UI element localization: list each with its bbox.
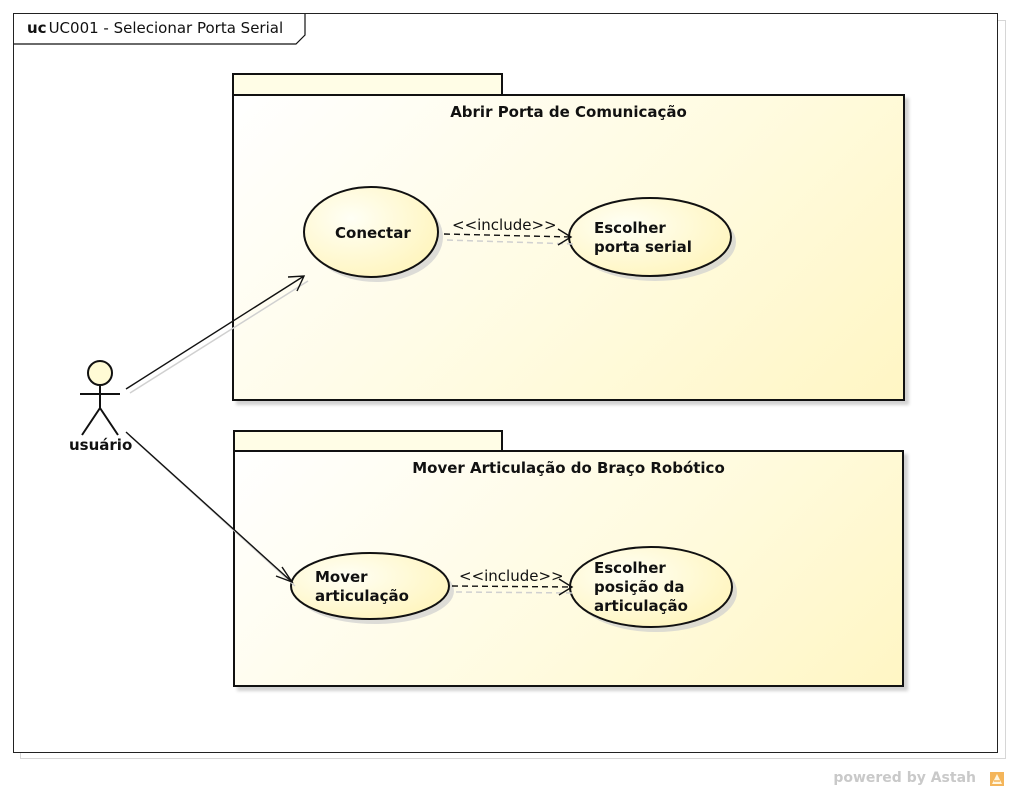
include-arrow-2[interactable]: [451, 578, 577, 596]
association-conectar[interactable]: [125, 275, 309, 394]
package-name: Abrir Porta de Comunicação: [450, 103, 687, 121]
package-tab-2: [233, 430, 503, 451]
include-label-1: <<include>>: [452, 216, 557, 234]
include-label-2: <<include>>: [459, 567, 564, 585]
diagram-kind-label: uc: [27, 19, 47, 37]
actor-figure[interactable]: [80, 360, 120, 436]
actor-label: usuário: [69, 436, 133, 454]
usecase-label-escolher-posicao: Escolher posição da articulação: [594, 559, 688, 615]
usecase-label-escolher-porta: Escolher porta serial: [594, 219, 692, 256]
usecase-label-mover: Mover articulação: [315, 568, 409, 605]
watermark-text: powered by Astah: [833, 770, 976, 786]
diagram-title: UC001 - Selecionar Porta Serial: [48, 19, 284, 37]
usecase-mover-articulacao[interactable]: [290, 552, 450, 620]
association-mover[interactable]: [125, 431, 296, 587]
astah-logo-icon: [990, 772, 1004, 786]
usecase-label-conectar: Conectar: [335, 224, 411, 242]
usecase-conectar[interactable]: [303, 186, 439, 278]
package-name: Mover Articulação do Braço Robótico: [412, 459, 725, 477]
usecase-escolher-posicao[interactable]: [569, 546, 733, 628]
include-arrow-1[interactable]: [443, 228, 575, 246]
package-tab-1: [232, 73, 503, 95]
